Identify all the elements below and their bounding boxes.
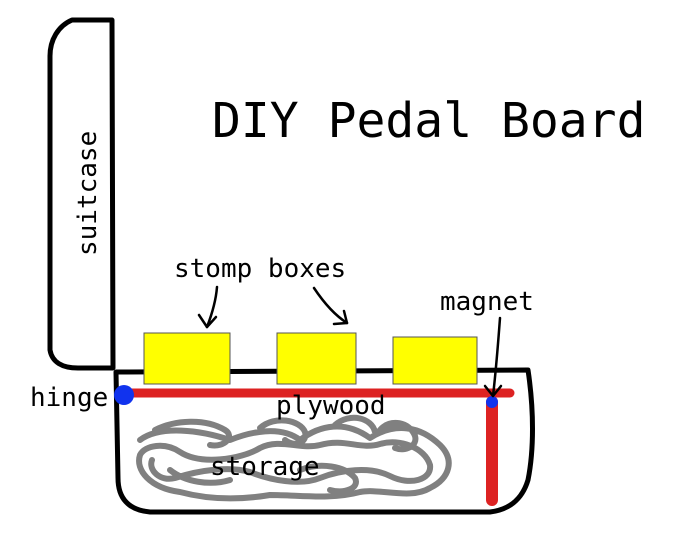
storage-scribble: [136, 414, 452, 502]
diagram-title: DIY Pedal Board: [212, 93, 645, 149]
stomp-box-1: [143, 332, 231, 385]
stomp-box-3: [392, 336, 478, 385]
storage-label: storage: [210, 452, 320, 482]
stomp-boxes-arrow-right: [312, 286, 349, 326]
magnet-label: magnet: [440, 287, 534, 317]
suitcase-label: suitcase: [73, 131, 103, 256]
stomp-boxes-arrow-left: [197, 285, 219, 329]
stomp-boxes-label: stomp boxes: [174, 254, 346, 284]
hinge-label: hinge: [30, 383, 108, 413]
hinge-dot: [114, 385, 134, 405]
plywood-label: plywood: [276, 391, 386, 421]
suitcase-lid: [47, 17, 116, 371]
suitcase-base: [113, 367, 535, 515]
magnet-dot: [486, 396, 498, 408]
magnet-arrow: [483, 316, 503, 398]
stomp-box-2: [276, 332, 357, 385]
